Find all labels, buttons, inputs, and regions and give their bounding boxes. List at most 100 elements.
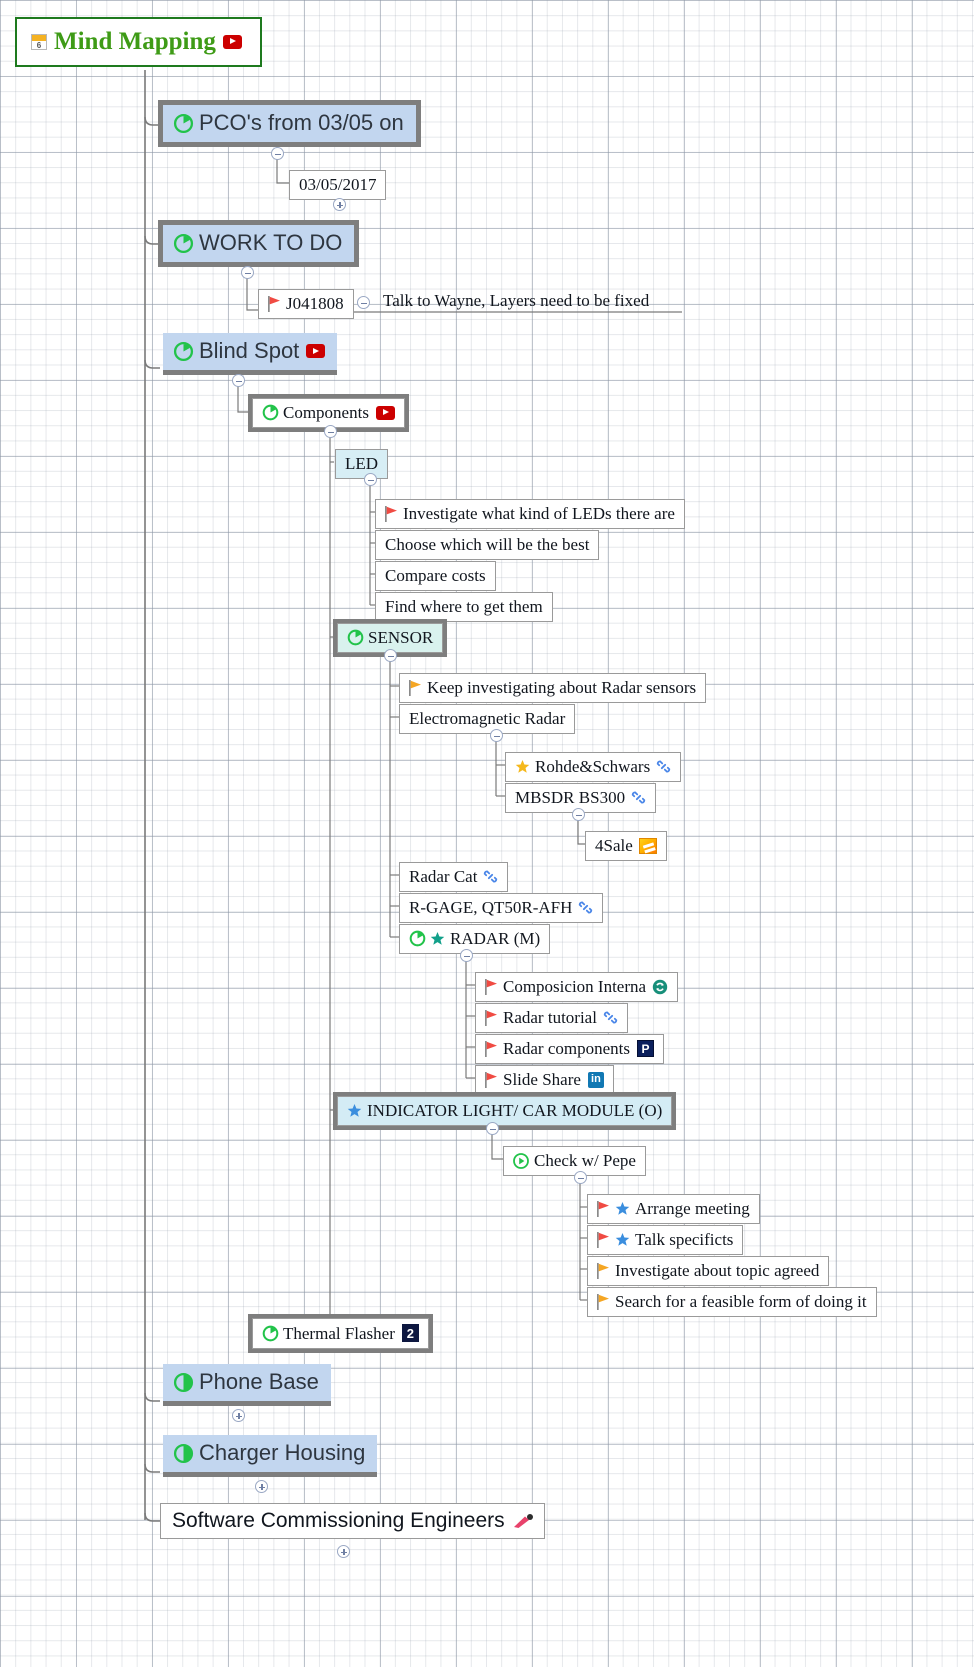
- sale-icon[interactable]: [638, 837, 657, 854]
- node-blind-spot[interactable]: Blind Spot: [163, 333, 338, 370]
- refresh-icon[interactable]: [652, 979, 668, 995]
- node-talk-to-wayne[interactable]: Talk to Wayne, Layers need to be fixed: [383, 291, 649, 311]
- linkedin-icon[interactable]: [587, 1071, 604, 1088]
- star-blue-icon: [615, 1232, 630, 1247]
- link-icon[interactable]: [483, 869, 498, 884]
- flag-red-icon: [597, 1231, 610, 1248]
- node-phone-base[interactable]: Phone Base: [163, 1364, 331, 1401]
- node-keep-investigating[interactable]: Keep investigating about Radar sensors: [399, 673, 707, 703]
- node-electromagnetic-radar[interactable]: Electromagnetic Radar: [399, 704, 576, 734]
- node-components[interactable]: Components: [252, 398, 405, 428]
- node-label: Electromagnetic Radar: [409, 709, 566, 728]
- link-icon[interactable]: [603, 1010, 618, 1025]
- node-slide-share[interactable]: Slide Share: [475, 1065, 614, 1095]
- node-label: RADAR (M): [450, 929, 541, 948]
- node-label: Talk specificts: [635, 1230, 734, 1249]
- collapse-toggle-em-radar[interactable]: [490, 729, 503, 742]
- expand-toggle-software-engineers[interactable]: [337, 1545, 350, 1558]
- node-arrange-meeting[interactable]: Arrange meeting: [587, 1194, 760, 1224]
- node-led-investigate[interactable]: Investigate what kind of LEDs there are: [375, 499, 685, 529]
- node-work-to-do[interactable]: WORK TO DO: [163, 225, 355, 262]
- node-led-choose[interactable]: Choose which will be the best: [375, 530, 600, 560]
- expand-toggle-phone-base[interactable]: [232, 1409, 245, 1422]
- link-icon[interactable]: [578, 900, 593, 915]
- link-icon[interactable]: [631, 790, 646, 805]
- node-radar-tutorial[interactable]: Radar tutorial: [475, 1003, 628, 1033]
- root-node[interactable]: Mind Mapping: [15, 17, 262, 67]
- node-4sale[interactable]: 4Sale: [585, 831, 667, 861]
- node-charger-housing[interactable]: Charger Housing: [163, 1435, 378, 1472]
- collapse-toggle-led[interactable]: [364, 473, 377, 486]
- node-pco[interactable]: PCO's from 03/05 on: [163, 105, 416, 142]
- node-label: Radar tutorial: [503, 1008, 597, 1027]
- node-led[interactable]: LED: [335, 449, 389, 479]
- node-label: INDICATOR LIGHT/ CAR MODULE (O): [367, 1101, 663, 1120]
- pen-icon[interactable]: [513, 1513, 533, 1529]
- star-blue-icon: [347, 1103, 362, 1118]
- node-sensor[interactable]: SENSOR: [337, 623, 444, 653]
- flag-red-icon: [485, 1009, 498, 1026]
- expand-toggle-date[interactable]: [333, 198, 346, 211]
- node-label: Search for a feasible form of doing it: [615, 1292, 867, 1311]
- node-label: Investigate what kind of LEDs there are: [403, 504, 675, 523]
- collapse-toggle-j041808[interactable]: [357, 296, 370, 309]
- collapse-toggle-radar-m[interactable]: [460, 949, 473, 962]
- collapse-toggle-work[interactable]: [241, 266, 254, 279]
- collapse-toggle-check-pepe[interactable]: [574, 1171, 587, 1184]
- star-gold-icon: [515, 759, 530, 774]
- node-radar-components[interactable]: Radar components: [475, 1034, 664, 1064]
- node-label: MBSDR BS300: [515, 788, 626, 807]
- flag-orange-icon: [597, 1262, 610, 1279]
- powerpoint-icon[interactable]: [637, 1040, 654, 1057]
- flag-orange-icon: [409, 679, 422, 696]
- node-software-engineers[interactable]: Software Commissioning Engineers: [160, 1503, 545, 1539]
- node-date[interactable]: 03/05/2017: [289, 170, 387, 200]
- node-investigate-topic[interactable]: Investigate about topic agreed: [587, 1256, 830, 1286]
- collapse-toggle-indicator[interactable]: [486, 1122, 499, 1135]
- node-led-compare[interactable]: Compare costs: [375, 561, 496, 591]
- node-r-gage[interactable]: R-GAGE, QT50R-AFH: [399, 893, 604, 923]
- node-rohde-schwars[interactable]: Rohde&Schwars: [505, 752, 682, 782]
- pie-half-icon: [173, 1372, 194, 1393]
- node-mbsdr-bs300[interactable]: MBSDR BS300: [505, 783, 657, 813]
- calendar-icon: [31, 33, 47, 50]
- node-led-find[interactable]: Find where to get them: [375, 592, 553, 622]
- node-label: LED: [345, 454, 379, 473]
- youtube-icon[interactable]: [222, 34, 242, 49]
- collapse-toggle-mbsdr[interactable]: [572, 808, 585, 821]
- node-j041808[interactable]: J041808: [258, 289, 354, 319]
- node-label: R-GAGE, QT50R-AFH: [409, 898, 573, 917]
- collapse-toggle-blind-spot[interactable]: [232, 374, 245, 387]
- node-talk-specifics[interactable]: Talk specificts: [587, 1225, 744, 1255]
- star-teal-icon: [430, 931, 445, 946]
- collapse-toggle-components[interactable]: [324, 425, 337, 438]
- clock-icon: [409, 930, 426, 947]
- node-search-feasible[interactable]: Search for a feasible form of doing it: [587, 1287, 877, 1317]
- clock-icon: [262, 1325, 279, 1342]
- node-radar-cat[interactable]: Radar Cat: [399, 862, 509, 892]
- flag-red-icon: [268, 295, 281, 312]
- node-radar-m[interactable]: RADAR (M): [399, 924, 551, 954]
- node-label: Components: [283, 403, 369, 422]
- node-label: Find where to get them: [385, 597, 543, 616]
- node-label: Slide Share: [503, 1070, 581, 1089]
- link-icon[interactable]: [656, 759, 671, 774]
- node-label: Check w/ Pepe: [534, 1151, 636, 1170]
- node-indicator-light[interactable]: INDICATOR LIGHT/ CAR MODULE (O): [337, 1096, 673, 1126]
- node-check-pepe[interactable]: Check w/ Pepe: [503, 1146, 646, 1176]
- collapse-toggle-pco[interactable]: [271, 147, 284, 160]
- node-label: 03/05/2017: [299, 175, 377, 194]
- youtube-icon[interactable]: [375, 405, 395, 420]
- node-label: Charger Housing: [199, 1440, 366, 1465]
- badge-2-icon[interactable]: [401, 1324, 419, 1342]
- expand-toggle-charger-housing[interactable]: [255, 1480, 268, 1493]
- youtube-icon[interactable]: [306, 344, 326, 358]
- clock-icon: [347, 629, 364, 646]
- star-blue-icon: [615, 1201, 630, 1216]
- node-label: J041808: [286, 294, 344, 313]
- collapse-toggle-sensor[interactable]: [384, 649, 397, 662]
- node-label: Phone Base: [199, 1369, 319, 1394]
- flag-red-icon: [485, 1071, 498, 1088]
- node-composicion-interna[interactable]: Composicion Interna: [475, 972, 679, 1002]
- node-thermal-flasher[interactable]: Thermal Flasher: [252, 1318, 429, 1349]
